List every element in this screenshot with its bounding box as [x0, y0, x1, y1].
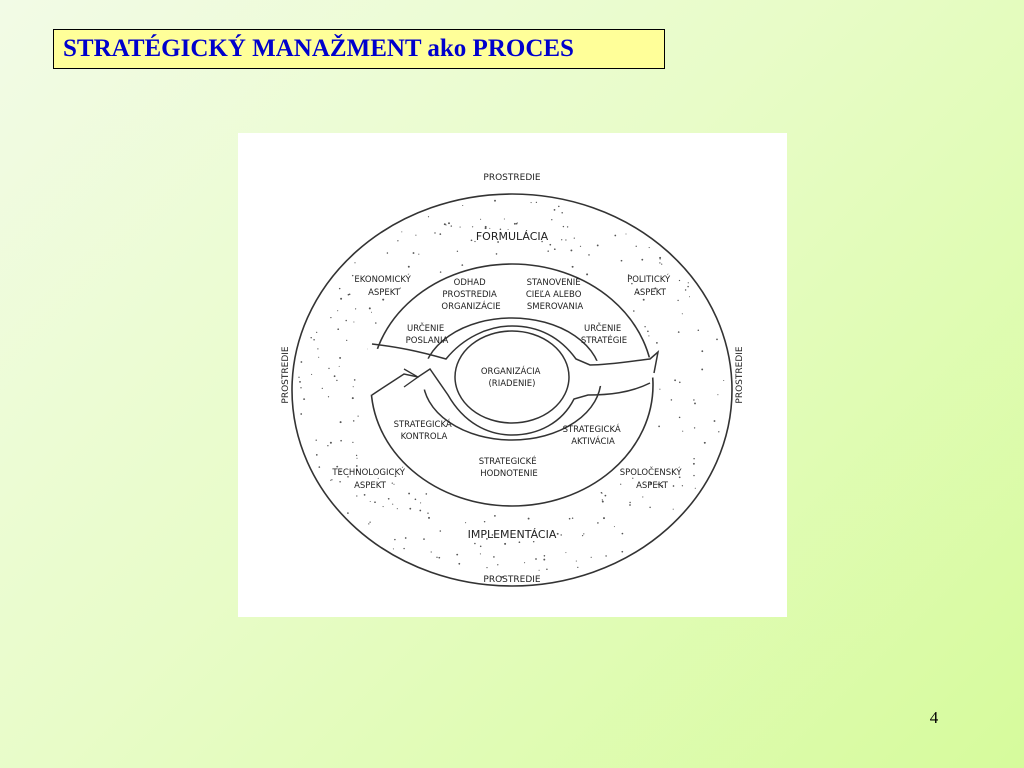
step-goal-setting: STANOVENIE CIEĽA ALEBO SMEROVANIA [526, 278, 584, 312]
center-organization-label: ORGANIZÁCIA (RIADENIE) [481, 365, 543, 389]
step-strategy: URČENIE STRATÉGIE [581, 322, 627, 346]
outer-ring [291, 193, 733, 587]
environment-speckles [298, 199, 725, 578]
arrow-left-tip [403, 368, 420, 388]
gap-left [368, 347, 430, 395]
strategic-management-diagram: PROSTREDIE PROSTREDIE PROSTREDIE PROSTRE… [238, 133, 787, 617]
step-strategic-evaluation: STRATEGICKÉ HODNOTENIE [479, 455, 540, 479]
step-environment-assessment: ODHAD PROSTREDIA ORGANIZÁCIE [441, 278, 500, 312]
environment-bottom-label: PROSTREDIE [483, 575, 540, 585]
step-mission: URČENIE POSLANIA [406, 322, 449, 346]
slide-title: STRATÉGICKÝ MANAŽMENT ako PROCES [63, 35, 574, 62]
step-strategic-activation: STRATEGICKÁ AKTIVÁCIA [563, 423, 624, 447]
social-aspect: SPOLOČENSKÝ ASPEKT [620, 466, 685, 491]
formulation-label: FORMULÁCIA [476, 230, 549, 243]
environment-top-label: PROSTREDIE [483, 173, 540, 183]
political-aspect: POLITICKÝ ASPEKT [627, 273, 673, 298]
arrow-lower [371, 367, 651, 436]
implementation-label: IMPLEMENTÁCIA [468, 528, 557, 541]
slide-title-box: STRATÉGICKÝ MANAŽMENT ako PROCES [53, 29, 665, 69]
page-number: 4 [929, 708, 939, 727]
center-circle [454, 330, 570, 424]
environment-right-label: PROSTREDIE [735, 346, 745, 403]
environment-left-label: PROSTREDIE [281, 346, 291, 403]
diagram-canvas: PROSTREDIE PROSTREDIE PROSTREDIE PROSTRE… [281, 173, 745, 587]
economic-aspect: EKONOMICKÝ ASPEKT [354, 273, 413, 298]
arrow-upper [371, 325, 660, 374]
step-strategic-control: STRATEGICKÁ KONTROLA [394, 418, 455, 442]
technological-aspect: TECHNOLOGICKÝ ASPEKT [331, 466, 407, 491]
